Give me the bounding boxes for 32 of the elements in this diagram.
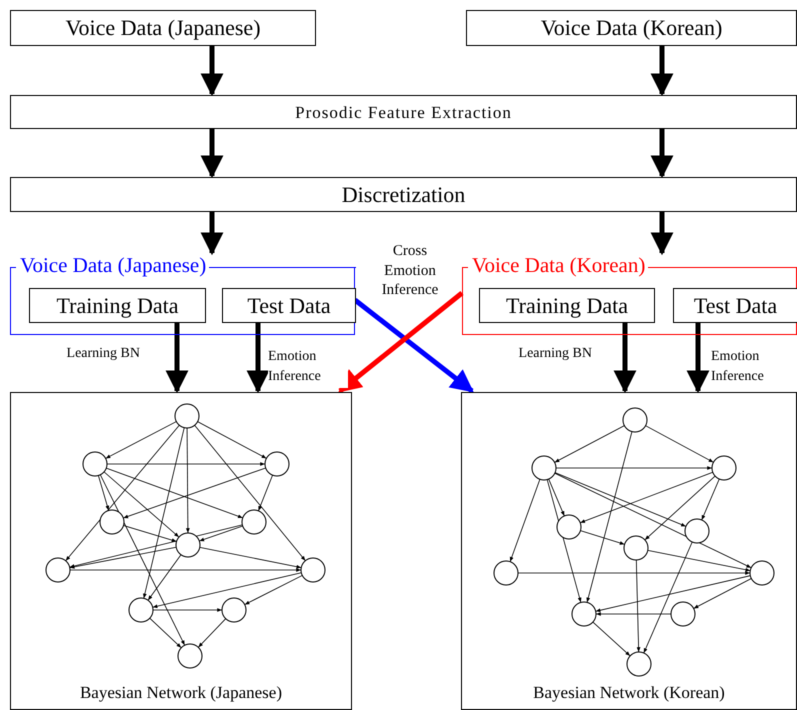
box-label: Training Data [56,294,178,316]
data-box [479,288,655,323]
note-label: Cross Emotion Inference [380,242,440,300]
network-panel [461,392,797,710]
network-panel [10,392,352,710]
panel-caption: Bayesian Network (Korean) [532,684,726,701]
arrow [650,46,674,96]
arrow [200,212,224,256]
arrow [338,291,464,393]
process-box [10,95,797,129]
data-box [673,288,797,323]
arrow [200,129,224,178]
data-box [222,288,356,323]
box-label: Voice Data (Japanese) [65,17,261,39]
arrow [200,46,224,96]
box-label: Voice Data (Korean) [540,17,722,39]
arrow [686,323,710,394]
arrow [650,129,674,178]
arrow [166,323,188,394]
box-label: Test Data [247,294,331,316]
box-label: Test Data [694,294,778,316]
input-box [466,10,797,46]
arrow [246,323,270,394]
arrow [614,323,636,394]
data-box [29,288,206,323]
box-label: Discretization [342,184,466,206]
box-label: Training Data [506,294,628,316]
process-box [10,177,797,212]
input-box [10,10,316,46]
box-label: Prosodic Feature Extraction [295,104,512,120]
panel-caption: Bayesian Network (Japanese) [78,684,284,701]
arrow [650,212,674,256]
